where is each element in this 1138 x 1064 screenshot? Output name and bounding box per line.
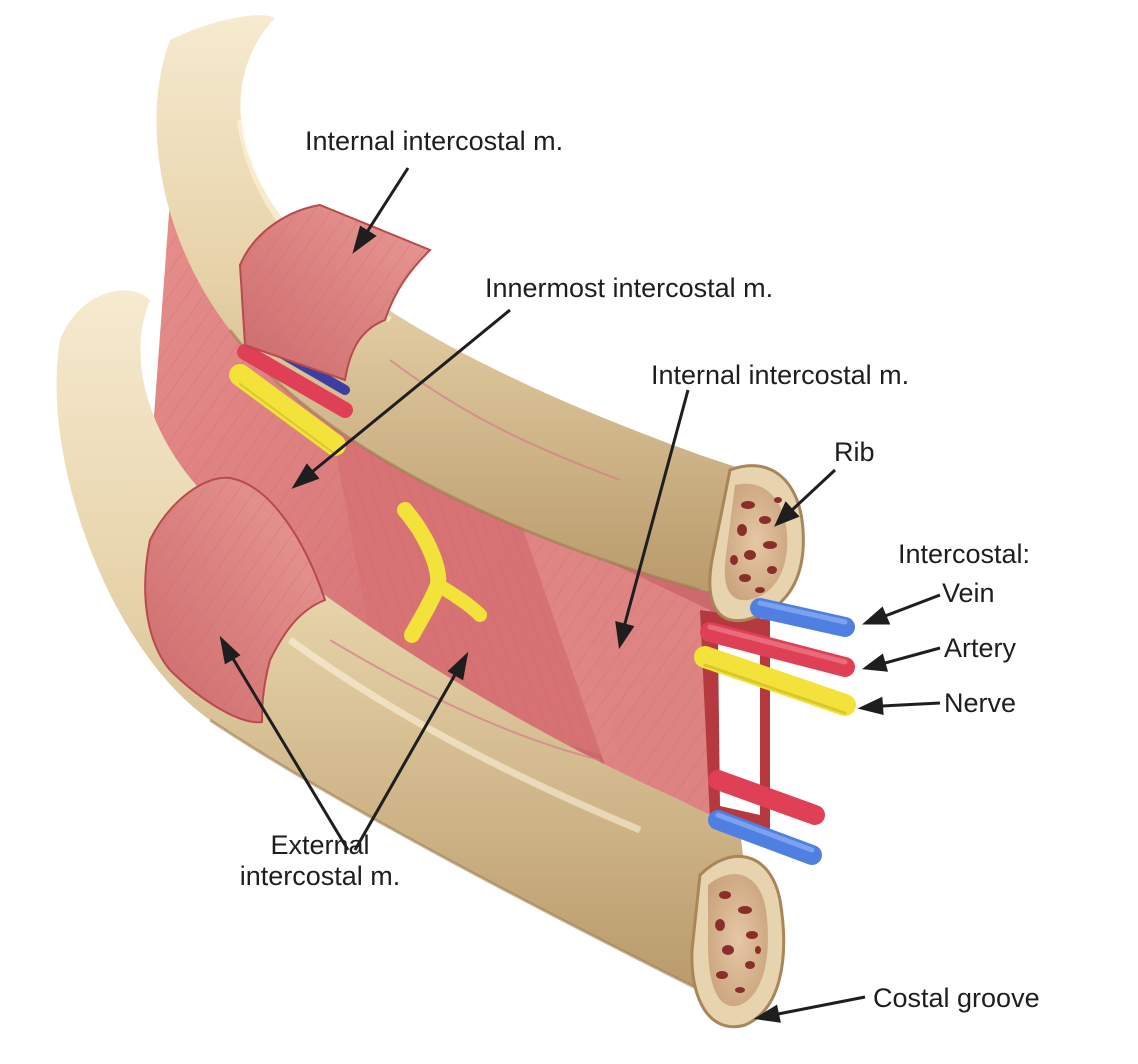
intercostal-artery — [700, 622, 855, 677]
internal-intercostal-flap-top — [238, 203, 432, 382]
label-innermost-intercostal: Innermost intercostal m. — [485, 273, 774, 303]
label-rib: Rib — [834, 437, 875, 467]
nerve-branch — [397, 502, 487, 643]
lower-vein — [708, 810, 822, 865]
lower-artery — [708, 770, 825, 825]
label-nerve: Nerve — [944, 688, 1017, 718]
external-intercostal-flap — [144, 476, 327, 724]
label-vein: Vein — [942, 578, 995, 608]
label-external-intercostal: External intercostal m. — [210, 830, 430, 892]
intercostal-nerve — [694, 646, 856, 716]
label-costal-groove: Costal groove — [873, 983, 1040, 1013]
label-artery: Artery — [944, 633, 1017, 663]
label-external-line1: External — [270, 830, 370, 860]
lower-rib — [56, 290, 786, 1029]
label-internal-intercostal-right: Internal intercostal m. — [651, 360, 910, 390]
intercostal-vein — [750, 598, 855, 637]
label-external-line2: intercostal m. — [239, 861, 401, 891]
leader-lines — [219, 167, 941, 1023]
label-internal-intercostal-top: Internal intercostal m. — [305, 126, 564, 156]
label-intercostal-heading: Intercostal: — [898, 539, 1031, 569]
